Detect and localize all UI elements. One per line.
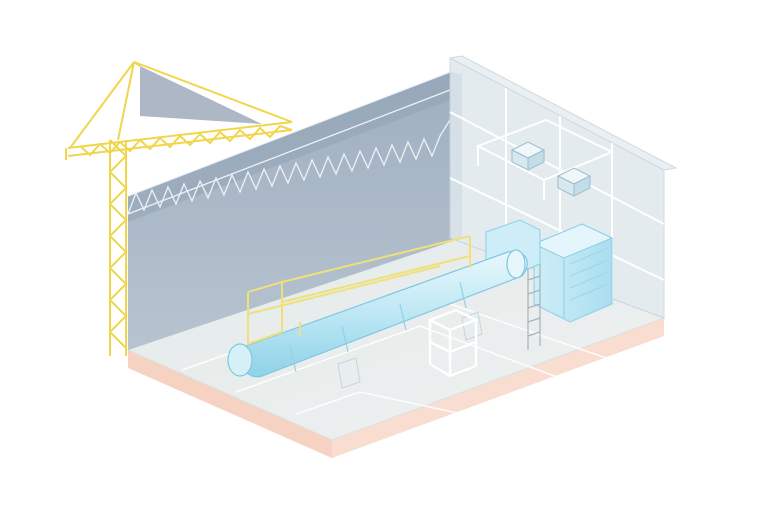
back-wall-top-shadow: [128, 72, 450, 222]
pipe-elbow: [227, 343, 253, 377]
back-wall-panel: [128, 72, 462, 350]
canopy-sail: [140, 66, 262, 124]
yellow-scaffold-frame: [247, 235, 471, 346]
main-pipe: [227, 249, 528, 389]
floor-slab-edge-right: [332, 318, 664, 458]
access-ladder: [527, 264, 541, 350]
shelf-box-right: [556, 167, 592, 197]
white-scaffold-cart: [427, 308, 479, 378]
right-wall-edge: [448, 55, 678, 171]
roof-truss: [127, 71, 451, 215]
back-wall: [128, 72, 462, 350]
floor-slab-edge-left: [128, 350, 332, 458]
tower-crane: [65, 61, 293, 356]
storage-shelf: [475, 118, 615, 200]
shelf-box-left: [510, 141, 546, 171]
pipe-supports: [337, 311, 483, 389]
pipe-end: [506, 249, 526, 279]
floor-slab: [126, 237, 666, 458]
